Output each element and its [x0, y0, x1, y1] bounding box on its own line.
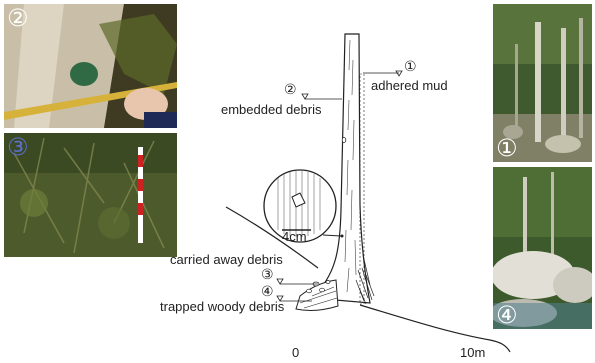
- ground-line: [360, 305, 510, 352]
- label-embedded-debris: embedded debris: [221, 102, 321, 117]
- marker-4: ④: [261, 285, 274, 299]
- marker-3: ③: [261, 268, 274, 282]
- label-trapped-woody-debris: trapped woody debris: [160, 299, 284, 314]
- scale-end: 10m: [460, 345, 485, 360]
- tree-trunk: [312, 34, 370, 303]
- inset-scale-label: 4cm: [282, 229, 307, 244]
- label-adhered-mud: adhered mud: [371, 78, 448, 93]
- marker-2: ②: [284, 83, 297, 97]
- marker-1: ①: [404, 60, 417, 74]
- label-carried-away-debris: carried away debris: [170, 252, 283, 267]
- scale-start: 0: [292, 345, 299, 360]
